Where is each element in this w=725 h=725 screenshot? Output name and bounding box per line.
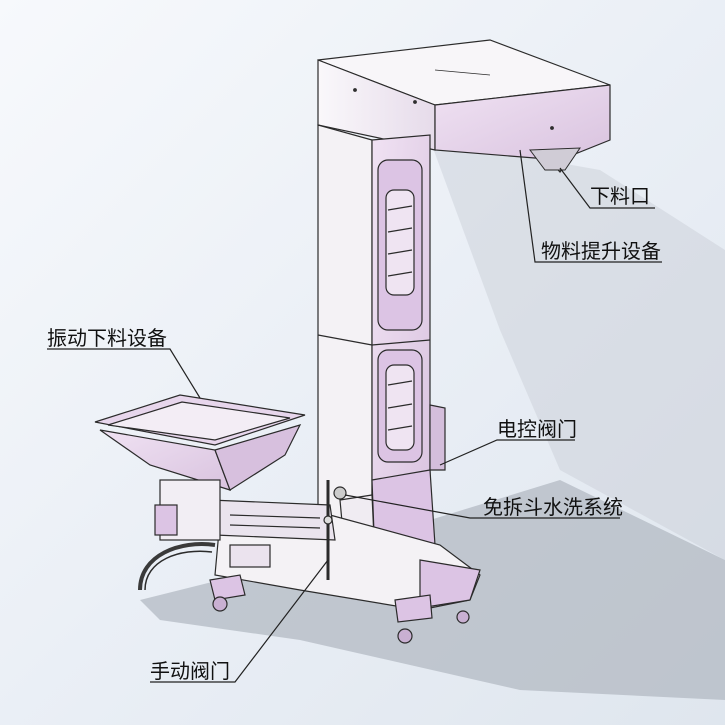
label-bucket-elevator: 物料提升设备	[541, 239, 661, 263]
label-manual-valve: 手动阀门	[150, 659, 230, 683]
manual-valve-pipe	[323, 480, 347, 580]
lower-window	[377, 349, 423, 463]
conveyor-trough	[209, 499, 336, 541]
side-box	[429, 404, 446, 471]
leader-electric-valve	[439, 439, 575, 466]
vibratory-hopper	[94, 394, 306, 491]
leader-lines	[47, 149, 662, 683]
label-discharge-port: 下料口	[590, 184, 650, 208]
discharge-port	[529, 147, 581, 171]
label-electric-valve: 电控阀门	[497, 417, 577, 441]
leader-elevator	[519, 149, 662, 263]
leader-washing	[344, 494, 620, 519]
upper-window	[377, 159, 423, 331]
leader-vibrator	[47, 348, 201, 399]
caster-wheels	[212, 596, 470, 644]
label-vibratory-feeder: 振动下料设备	[47, 326, 167, 350]
label-washing-system: 免拆斗水洗系统	[483, 495, 623, 519]
feeder-frame	[138, 479, 221, 591]
leader-manual-valve	[150, 559, 329, 683]
base-frame	[209, 514, 481, 623]
leader-discharge	[559, 167, 655, 209]
